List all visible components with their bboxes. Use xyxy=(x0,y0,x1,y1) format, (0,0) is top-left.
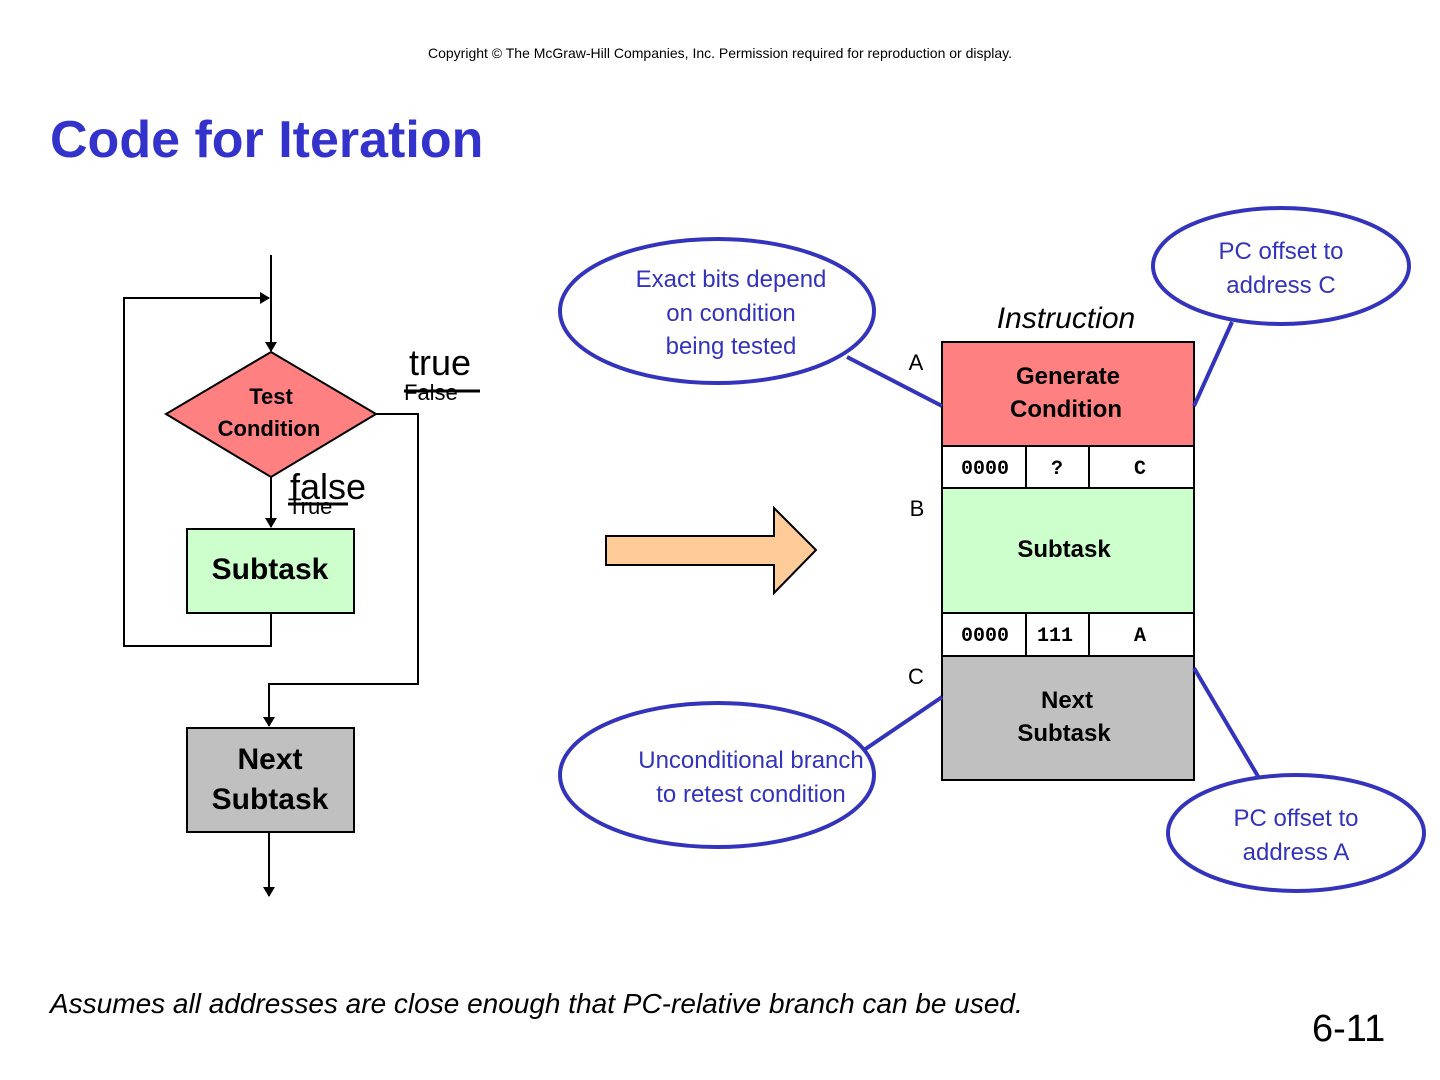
subtask-box xyxy=(186,528,355,614)
address-label-b: B xyxy=(910,496,925,521)
callout-exact-bits-line-1: Exact bits depend xyxy=(636,266,827,293)
next-subtask-block-label-2: Subtask xyxy=(1017,720,1111,747)
exit-branch-arrow xyxy=(263,413,419,727)
footnote: Assumes all addresses are close enough t… xyxy=(50,988,1023,1019)
branch-instruction-2 xyxy=(941,612,1195,657)
next-subtask-box xyxy=(186,727,355,833)
callout-pc-offset-c-line-1: PC offset to xyxy=(1219,238,1344,265)
callout-exact-bits-line-3: being tested xyxy=(666,333,797,360)
slide-title: Code for Iteration xyxy=(50,111,484,169)
true-label: true xyxy=(409,342,471,383)
callout-connector xyxy=(1192,321,1234,407)
callout-unconditional xyxy=(558,701,876,849)
callout-pc-offset-a-line-1: PC offset to xyxy=(1234,805,1359,832)
offset-field: A xyxy=(1134,625,1146,648)
callout-exact-bits xyxy=(558,237,876,385)
loop-back-arrow xyxy=(123,292,272,647)
callout-connector xyxy=(862,695,944,752)
nzp-field: ? xyxy=(1051,458,1063,481)
opcode-field: 0000 xyxy=(961,625,1009,648)
subtask-label: Subtask xyxy=(212,553,329,586)
callout-connector xyxy=(1192,666,1261,780)
callout-pc-offset-c xyxy=(1151,206,1411,326)
instruction-heading: Instruction xyxy=(997,302,1135,335)
transform-arrow-icon xyxy=(605,505,818,596)
offset-field: C xyxy=(1134,458,1146,481)
callout-pc-offset-a-line-2: address A xyxy=(1243,839,1350,866)
copyright-notice: Copyright © The McGraw-Hill Companies, I… xyxy=(427,45,1013,61)
instruction-layout: Instruction A B C Generate Condition 000… xyxy=(908,302,1195,781)
nzp-field: 111 xyxy=(1037,625,1073,648)
test-condition-label-1: Test xyxy=(249,384,293,409)
subtask-block xyxy=(941,487,1195,614)
next-subtask-label-2: Subtask xyxy=(212,783,329,816)
slide-number: 6-11 xyxy=(1312,1008,1386,1050)
address-label-a: A xyxy=(909,350,924,375)
callout-unconditional-line-2: to retest condition xyxy=(656,781,845,808)
callout-connector xyxy=(846,355,943,408)
callout-exact-bits-line-2: on condition xyxy=(666,300,795,327)
generate-condition-label-1: Generate xyxy=(1016,363,1120,390)
subtask-block-label: Subtask xyxy=(1017,536,1111,563)
test-condition-diamond xyxy=(164,350,378,479)
next-subtask-label-1: Next xyxy=(237,743,302,776)
callout-texts: Exact bits depend on condition being tes… xyxy=(636,238,1359,866)
callout-unconditional-line-1: Unconditional branch xyxy=(638,747,863,774)
test-condition-label-2: Condition xyxy=(218,416,321,441)
opcode-field: 0000 xyxy=(961,458,1009,481)
address-label-c: C xyxy=(908,664,924,689)
next-subtask-block-label-1: Next xyxy=(1041,687,1093,714)
callouts xyxy=(558,206,1426,893)
next-subtask-block xyxy=(941,655,1195,781)
generate-condition-block xyxy=(941,341,1195,447)
flowchart: Test Condition true False false True Sub… xyxy=(123,255,480,897)
true-struck-label: True xyxy=(288,494,332,519)
callout-pc-offset-a xyxy=(1166,773,1426,893)
generate-condition-label-2: Condition xyxy=(1010,396,1122,423)
callout-pc-offset-c-line-2: address C xyxy=(1226,272,1335,299)
false-label: false xyxy=(290,466,366,507)
